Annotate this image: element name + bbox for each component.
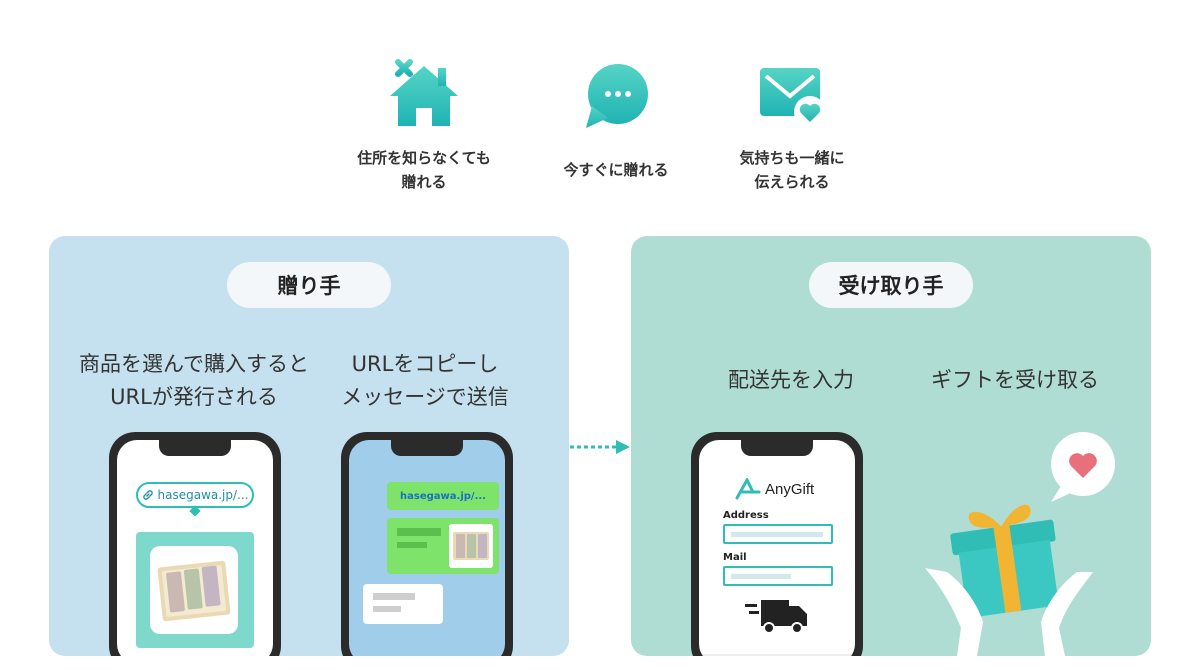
features-row: 住所を知らなくても 贈れる 今すぐに贈れる 気持ちも一緒に 伝えられる: [0, 56, 1200, 206]
phone-notch: [741, 440, 813, 456]
link-icon: [142, 490, 153, 500]
tea-gift-box-image: [453, 532, 489, 560]
delivery-truck-icon: [745, 600, 807, 634]
anygift-logo: AnyGift: [735, 478, 814, 500]
chat-bubble-url[interactable]: hasegawa.jp/...: [387, 482, 499, 510]
feature-label: 今すぐに贈れる: [563, 161, 669, 179]
text-placeholder: [373, 606, 401, 612]
mail-heart-icon: [760, 68, 826, 128]
sender-step-purchase: 商品を選んで購入すると URLが発行される: [79, 352, 309, 409]
address-label: Address: [723, 510, 769, 521]
input-placeholder: [731, 574, 791, 579]
flow-arrow-icon: [570, 440, 630, 454]
receiver-phone-form: AnyGift Address Mail: [691, 432, 863, 656]
chat-bubble-reply: [363, 584, 443, 624]
right-hand-icon: [1041, 572, 1093, 656]
feature-message: 気持ちも一緒に 伝えられる: [702, 56, 882, 194]
receiver-panel: 受け取り手 配送先を入力 ギフトを受け取る AnyGift Address Ma…: [631, 236, 1151, 656]
phone-screen: hasegawa.jp/...: [117, 440, 273, 656]
tea-gift-box-image: [157, 560, 231, 622]
phone-screen: hasegawa.jp/...: [349, 440, 505, 656]
product-card: [136, 532, 254, 648]
chat-bubble-icon: [586, 64, 648, 128]
phone-notch: [391, 440, 463, 456]
url-chip[interactable]: hasegawa.jp/...: [136, 482, 254, 508]
sender-panel: 贈り手 商品を選んで購入すると URLが発行される URLをコピーし メッセージ…: [49, 236, 569, 656]
gift-illustration: [925, 432, 1115, 656]
phone-notch: [159, 440, 231, 456]
anygift-logo-icon: [735, 478, 761, 500]
feature-label: 気持ちも一緒に 伝えられる: [739, 149, 845, 191]
sender-phone-product: hasegawa.jp/...: [109, 432, 281, 656]
speech-bubble-heart-icon: [1051, 432, 1115, 502]
feature-instant: 今すぐに贈れる: [526, 56, 706, 182]
url-chip-text: hasegawa.jp/...: [157, 488, 249, 502]
screen-footer: [699, 654, 855, 656]
sender-step-send: URLをコピーし メッセージで送信: [341, 352, 509, 409]
receiver-step-receive: ギフトを受け取る: [931, 368, 1099, 392]
sender-title: 贈り手: [227, 262, 391, 308]
feature-label: 住所を知らなくても 贈れる: [357, 149, 491, 191]
feature-no-address: 住所を知らなくても 贈れる: [334, 56, 514, 194]
left-hand-icon: [925, 568, 983, 656]
product-thumbnail: [449, 524, 493, 568]
text-placeholder: [397, 542, 427, 548]
brand-name: AnyGift: [765, 480, 815, 498]
receiver-title: 受け取り手: [809, 262, 973, 308]
address-input[interactable]: [723, 524, 833, 544]
phone-screen: AnyGift Address Mail: [699, 440, 855, 656]
text-placeholder: [397, 528, 441, 536]
house-icon: [390, 59, 458, 126]
mail-input[interactable]: [723, 566, 833, 586]
text-placeholder: [373, 593, 415, 600]
receiver-step-address: 配送先を入力: [728, 368, 854, 392]
mail-label: Mail: [723, 552, 747, 563]
chat-bubble-product: [387, 518, 499, 574]
input-placeholder: [731, 532, 823, 537]
gift-box-icon: [950, 504, 1059, 619]
product-image: [150, 546, 238, 634]
sender-phone-chat: hasegawa.jp/...: [341, 432, 513, 656]
